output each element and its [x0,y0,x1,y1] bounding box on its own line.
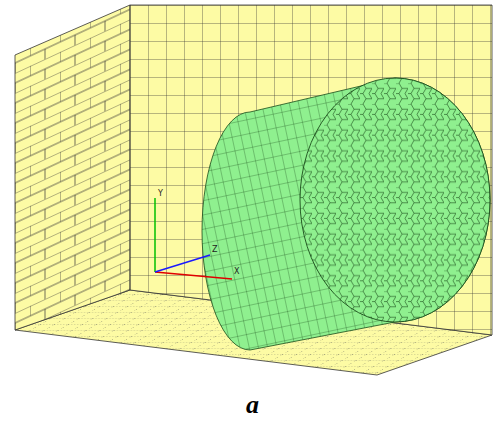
axis-label: X [234,268,239,276]
axis-label: Y [158,190,163,198]
z-axis [155,255,210,272]
cylinder-body [202,78,490,350]
y-axis [154,198,156,272]
axis-label: Z [212,246,217,254]
label-holder: X [234,268,239,276]
caption-holder: a [246,392,259,418]
label-holder: Z [212,246,217,254]
x-axis [155,272,232,279]
figure-caption: a [246,392,259,418]
cylinder-cap [300,78,490,322]
left-face [15,5,130,330]
label-holder: Y [158,190,163,198]
